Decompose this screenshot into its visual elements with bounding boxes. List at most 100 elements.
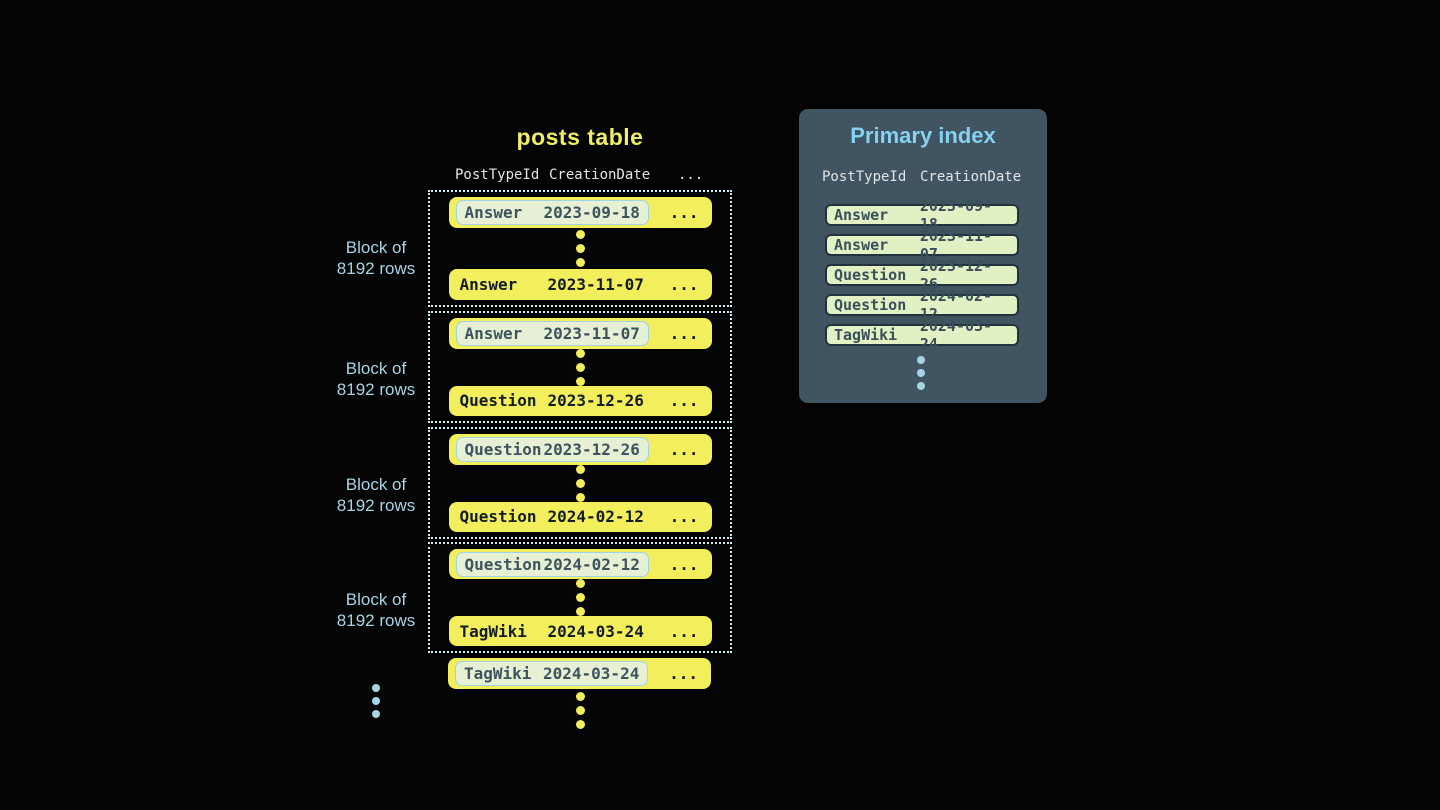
table-continues-ellipsis-icon (576, 692, 585, 729)
primary-index-title: Primary index (850, 123, 996, 148)
dot (575, 376, 585, 386)
vertical-ellipsis-icon (575, 579, 585, 616)
posts-column-header-creationdate: CreationDate (549, 167, 651, 183)
dot (917, 356, 925, 364)
creation-date-value: 2024-03-24 (543, 664, 640, 683)
row-more-columns: ... (669, 323, 699, 343)
post-type-value: Question (464, 439, 542, 459)
block-label: Block of 8192 rows (296, 474, 456, 516)
blocks-continue-ellipsis-icon (372, 684, 380, 718)
vertical-ellipsis-icon (575, 230, 585, 267)
block-label-line1: Block of (345, 359, 407, 378)
posts-block-3: Question 2023-12-26 ... Question 2024-02… (428, 427, 732, 539)
block-label-line1: Block of (345, 238, 407, 257)
post-type-value: Question (459, 391, 537, 411)
dot (575, 258, 585, 267)
post-type-value: Question (834, 266, 907, 284)
dot (575, 464, 585, 474)
dot (576, 706, 585, 715)
index-mark-highlight: Answer 2023-09-18 (455, 200, 649, 225)
creation-date-value: 2024-03-24 (919, 317, 993, 353)
index-mark-highlight: Question 2023-12-26 (455, 436, 649, 462)
block-last-row: TagWiki 2024-03-24 ... (448, 616, 712, 646)
dot (575, 492, 585, 502)
block-last-row: Question 2024-02-12 ... (448, 501, 712, 532)
creation-date-value: 2023-12-26 (543, 439, 640, 459)
block-label: Block of 8192 rows (296, 358, 456, 400)
row-more-columns: ... (669, 203, 699, 222)
dot (575, 478, 585, 488)
vertical-ellipsis-icon (575, 464, 585, 502)
row-more-columns: ... (669, 439, 699, 459)
dot (917, 382, 925, 390)
creation-date-value: 2024-02-12 (543, 554, 640, 574)
dot (575, 244, 585, 253)
index-mark-highlight: Answer 2023-11-07 (455, 320, 649, 346)
post-type-value: Question (459, 507, 537, 527)
creation-date-value: 2024-02-12 (919, 287, 993, 323)
next-block-first-row: TagWiki 2024-03-24 ... (448, 658, 711, 689)
vertical-ellipsis-icon (575, 348, 585, 386)
dot (917, 369, 925, 377)
dot (575, 579, 585, 588)
row-more-columns: ... (669, 664, 698, 683)
index-entry: Answer 2023-09-18 (825, 197, 1019, 233)
row-more-columns: ... (669, 275, 699, 294)
post-type-value: Answer (834, 206, 889, 224)
block-label-line1: Block of (345, 475, 407, 494)
block-label-line2: 8192 rows (336, 496, 416, 515)
creation-date-value: 2023-12-26 (547, 391, 644, 411)
index-column-header-posttypeid: PostTypeId (822, 169, 907, 185)
index-entry: Question 2024-02-12 (825, 287, 1019, 323)
dot (575, 348, 585, 358)
block-last-row: Answer 2023-11-07 ... (448, 269, 712, 300)
post-type-value: Answer (834, 236, 889, 254)
block-label-line2: 8192 rows (336, 380, 416, 399)
block-first-row: Answer 2023-09-18 ... (448, 197, 712, 228)
creation-date-value: 2023-11-07 (547, 275, 644, 294)
dot (575, 593, 585, 602)
block-label: Block of 8192 rows (296, 237, 456, 279)
row-more-columns: ... (669, 554, 699, 574)
dot (372, 710, 380, 718)
dot (575, 607, 585, 616)
post-type-value: TagWiki (459, 621, 527, 641)
block-first-row: Question 2024-02-12 ... (448, 549, 712, 579)
index-mark-highlight: TagWiki 2024-03-24 (455, 661, 649, 686)
index-entry: TagWiki 2024-03-24 (825, 317, 1019, 353)
block-last-row: Question 2023-12-26 ... (448, 385, 712, 416)
primary-index-panel: Primary index PostTypeId CreationDate An… (799, 109, 1047, 403)
creation-date-value: 2023-09-18 (919, 197, 993, 233)
block-label-line2: 8192 rows (336, 611, 416, 630)
index-mark-highlight: Question 2024-02-12 (455, 551, 649, 577)
dot (576, 692, 585, 701)
block-label-line1: Block of (345, 590, 407, 609)
post-type-value: TagWiki (834, 326, 898, 344)
post-type-value: Question (464, 554, 542, 574)
block-first-row: Question 2023-12-26 ... (448, 434, 712, 465)
index-entry: Answer 2023-11-07 (825, 227, 1019, 263)
posts-block-2: Answer 2023-11-07 ... Question 2023-12-2… (428, 311, 732, 423)
block-label: Block of 8192 rows (296, 589, 456, 631)
posts-column-header-posttypeid: PostTypeId (455, 167, 540, 183)
row-more-columns: ... (669, 507, 699, 527)
post-type-value: Answer (464, 323, 523, 343)
posts-block-4: Question 2024-02-12 ... TagWiki 2024-03-… (428, 542, 732, 653)
posts-block-1: Answer 2023-09-18 ... Answer 2023-11-07 … (428, 190, 732, 307)
post-type-value: Answer (464, 203, 523, 222)
block-label-line2: 8192 rows (336, 259, 416, 278)
row-more-columns: ... (669, 391, 699, 411)
dot (575, 362, 585, 372)
posts-table-title: posts table (516, 124, 644, 150)
post-type-value: Question (834, 296, 907, 314)
creation-date-value: 2024-02-12 (547, 507, 644, 527)
dot (576, 720, 585, 729)
creation-date-value: 2023-11-07 (543, 323, 640, 343)
dot (372, 697, 380, 705)
row-more-columns: ... (669, 621, 699, 641)
dot (372, 684, 380, 692)
block-first-row: Answer 2023-11-07 ... (448, 318, 712, 349)
index-entry: Question 2023-12-26 (825, 257, 1019, 293)
post-type-value: TagWiki (464, 664, 532, 683)
